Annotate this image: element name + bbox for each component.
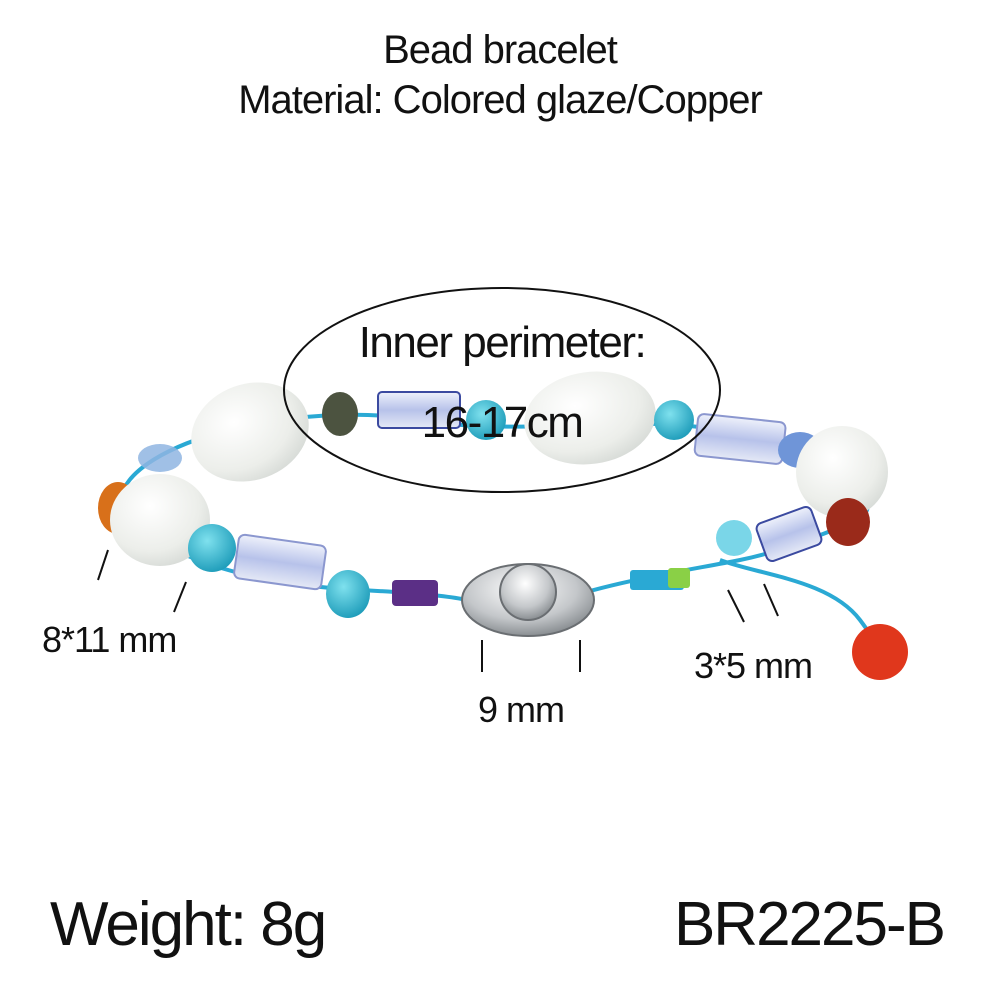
perimeter-value: 16-17cm: [421, 398, 584, 447]
weight-label: Weight: 8g: [50, 890, 327, 959]
perimeter-callout-ellipse: [283, 287, 721, 493]
large-bead-dimension: 8*11 mm: [42, 619, 177, 660]
clasp-dimension: 9 mm: [478, 689, 565, 730]
material-line: Material: Colored glaze/Copper: [238, 78, 763, 122]
small-bead-dimension: 3*5 mm: [694, 645, 813, 686]
perimeter-label: Inner perimeter:: [358, 318, 647, 367]
product-title: Bead bracelet: [383, 28, 618, 72]
sku-label: BR2225-B: [673, 890, 946, 959]
